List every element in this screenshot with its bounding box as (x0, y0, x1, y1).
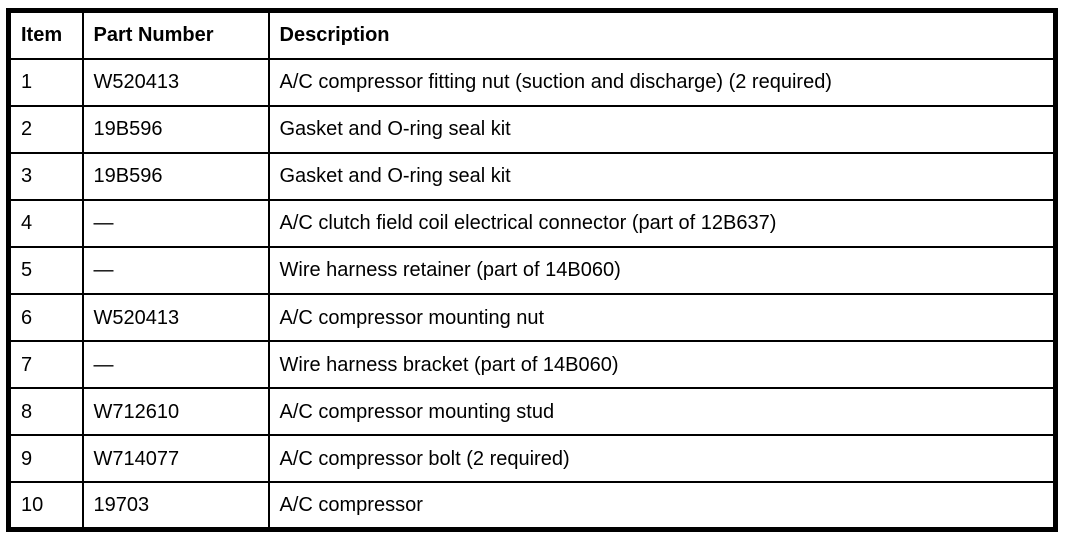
table-row: 7—Wire harness bracket (part of 14B060) (7, 340, 1057, 390)
cell-description: A/C compressor mounting nut (267, 292, 1057, 343)
header-row: Item Part Number Description (7, 9, 1057, 60)
cell-part-number: — (81, 198, 270, 248)
cell-item: 8 (7, 387, 84, 437)
cell-part-number: W520413 (81, 57, 270, 107)
cell-part-number: 19703 (81, 481, 270, 531)
cell-item: 3 (7, 151, 84, 201)
cell-description: A/C compressor mounting stud (267, 387, 1057, 437)
column-header-part-number: Part Number (81, 9, 270, 60)
cell-item: 2 (7, 104, 84, 154)
cell-description: A/C compressor bolt (2 required) (267, 434, 1057, 484)
column-header-item: Item (7, 9, 84, 60)
cell-item: 9 (7, 434, 84, 484)
cell-part-number: W714077 (81, 434, 270, 484)
cell-description: A/C compressor (267, 481, 1057, 531)
cell-item: 4 (7, 198, 84, 248)
column-header-description: Description (267, 9, 1057, 60)
table-row: 4—A/C clutch field coil electrical conne… (7, 198, 1057, 248)
cell-description: Gasket and O-ring seal kit (267, 151, 1057, 201)
cell-part-number: W520413 (81, 292, 270, 343)
cell-item: 10 (7, 481, 84, 531)
cell-part-number: — (81, 245, 270, 295)
cell-item: 6 (7, 292, 84, 343)
cell-description: Gasket and O-ring seal kit (267, 104, 1057, 154)
table-row: 5—Wire harness retainer (part of 14B060) (7, 245, 1057, 295)
cell-description: A/C clutch field coil electrical connect… (267, 198, 1057, 248)
cell-description: A/C compressor fitting nut (suction and … (267, 57, 1057, 107)
cell-part-number: 19B596 (81, 104, 270, 154)
cell-part-number: — (81, 340, 270, 390)
parts-table-header: Item Part Number Description (7, 9, 1057, 60)
cell-description: Wire harness retainer (part of 14B060) (267, 245, 1057, 295)
cell-description: Wire harness bracket (part of 14B060) (267, 340, 1057, 390)
cell-item: 1 (7, 57, 84, 107)
cell-part-number: 19B596 (81, 151, 270, 201)
cell-part-number: W712610 (81, 387, 270, 437)
cell-item: 5 (7, 245, 84, 295)
cell-item: 7 (7, 340, 84, 390)
